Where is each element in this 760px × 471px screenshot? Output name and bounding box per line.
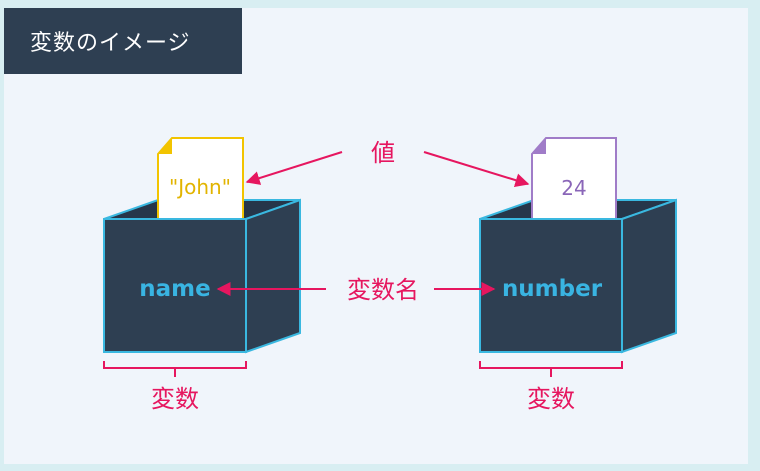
variable-box-number: 24 number 変数: [479, 137, 677, 413]
variable-name-number: number: [502, 276, 603, 302]
value-label: 値: [371, 139, 395, 167]
arrow-value-left: [245, 151, 343, 185]
variable-caption-left: 変数: [151, 385, 199, 413]
value-text-24: 24: [561, 176, 586, 200]
value-note-john: "John": [157, 137, 244, 220]
value-note-24: 24: [531, 137, 617, 220]
arrow-value-right: [423, 151, 530, 187]
variable-box-name: "John" name 変数: [103, 137, 301, 413]
variable-name-name: name: [139, 276, 210, 302]
variable-caption-right: 変数: [527, 385, 575, 413]
value-text-john: "John": [169, 175, 231, 199]
page-title: 変数のイメージ: [4, 8, 242, 74]
bracket-left: [103, 361, 247, 377]
variable-name-label: 変数名: [347, 276, 419, 304]
bracket-right: [479, 361, 623, 377]
